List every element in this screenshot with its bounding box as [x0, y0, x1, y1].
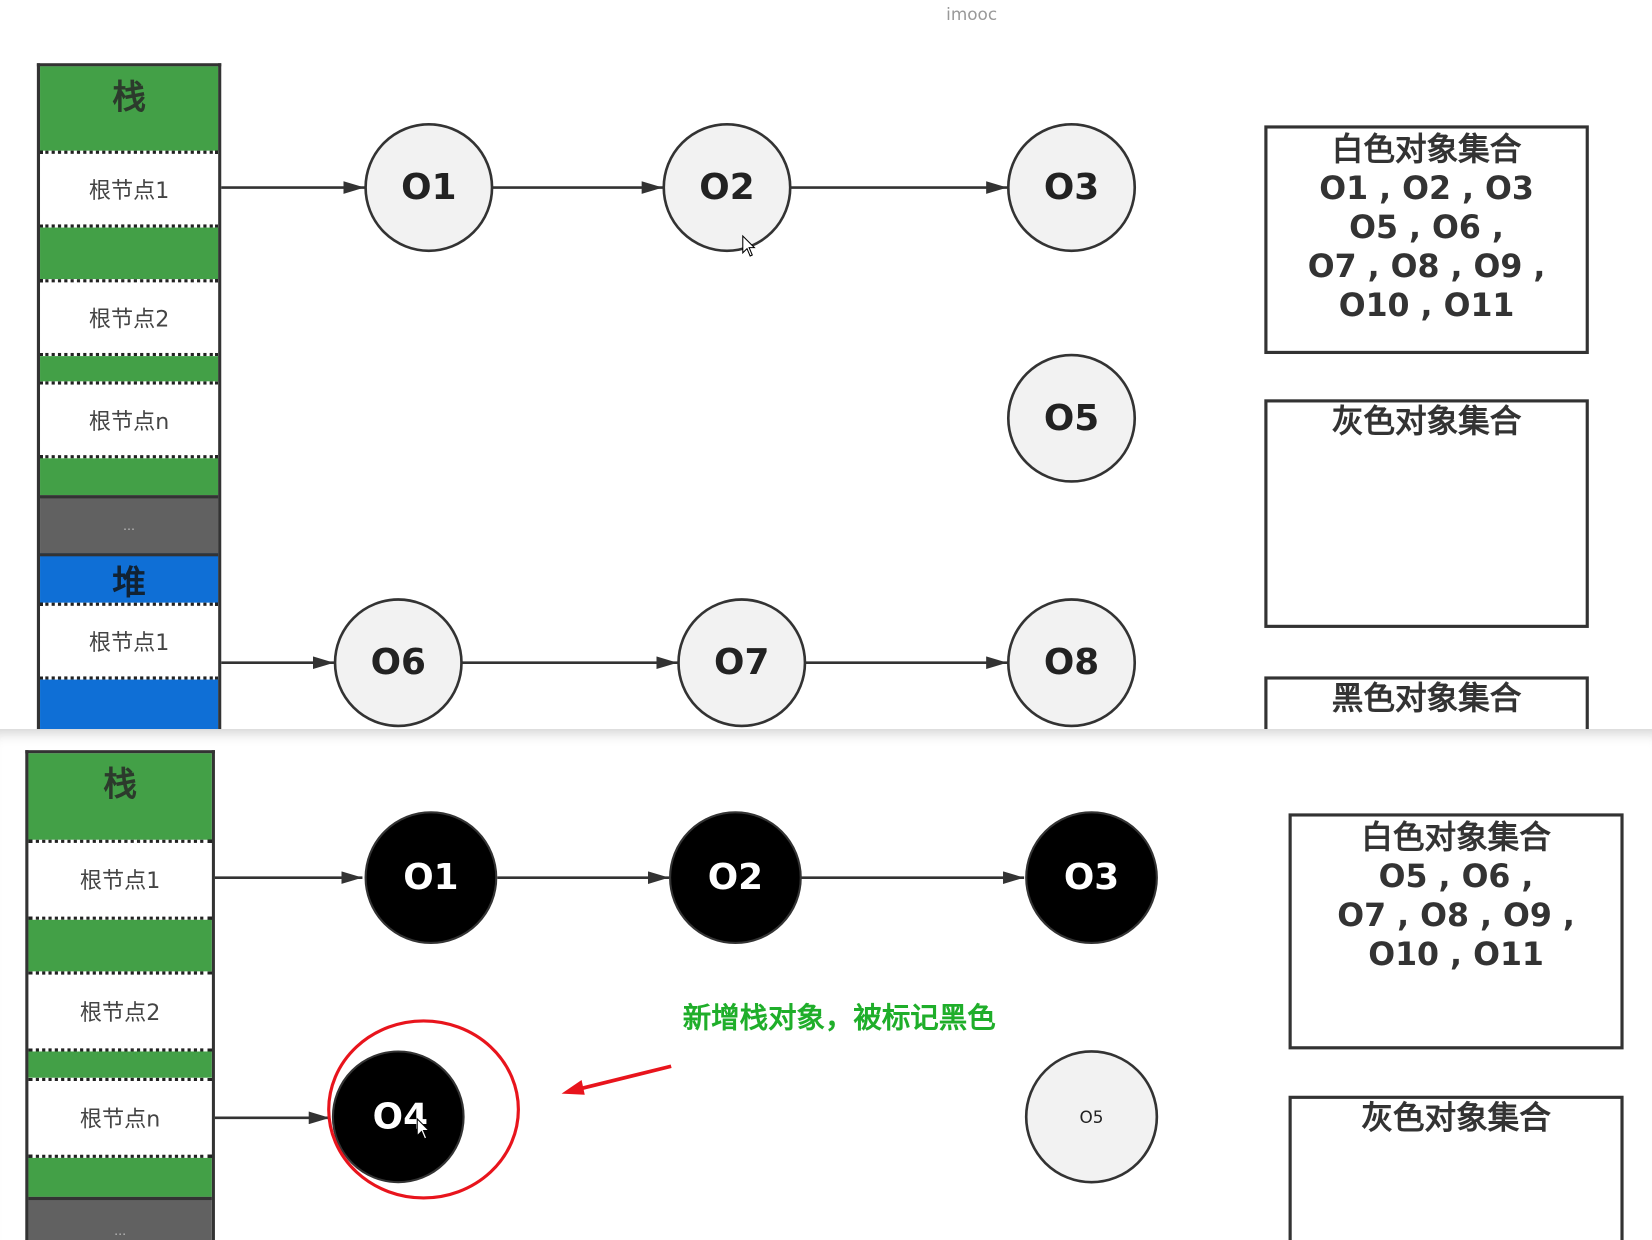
stack-gap [28, 919, 212, 972]
stack-header: 栈 [28, 753, 212, 843]
white-set-line: O7 , O8 , O9 , [1307, 248, 1546, 286]
node-o7-label: O7 [714, 642, 769, 683]
watermark: imooc [946, 4, 998, 25]
node-o2-label: O2 [699, 167, 754, 208]
red-arrow [576, 1064, 672, 1092]
heap-root-1: 根节点1 [40, 602, 219, 680]
node-o8 [1006, 598, 1137, 728]
gray-set-box: 灰色对象集合 [1288, 1095, 1624, 1240]
white-set-title: 白色对象集合 [1361, 819, 1551, 857]
node-o5 [1006, 353, 1137, 483]
bottom-graph: O1 O2 O3 O4 O5 [214, 811, 1159, 1200]
highlight-circle [327, 1019, 520, 1200]
stack-gap [40, 227, 219, 280]
node-o5-label: O5 [1044, 398, 1099, 439]
node-o3 [1006, 123, 1137, 253]
stack-gap [40, 356, 219, 382]
node-o1 [364, 811, 498, 945]
node-o2 [662, 123, 792, 253]
node-o4 [331, 1050, 465, 1184]
stack-root-n: 根节点n [40, 381, 219, 459]
node-o6 [333, 598, 463, 728]
stack-root-2: 根节点2 [40, 279, 219, 357]
mouse-cursor-icon [416, 1117, 431, 1140]
node-o3-label: O3 [1064, 857, 1119, 898]
stack-more: ... [28, 1196, 212, 1240]
memory-column: 栈 根节点1 根节点2 根节点n ... 堆 根节点1 [36, 63, 222, 730]
stack-gap [28, 1157, 212, 1197]
white-set-line: O7 , O8 , O9 , [1337, 897, 1575, 935]
node-o2 [669, 811, 802, 945]
stack-more: ... [40, 495, 219, 554]
stack-root-n: 根节点n [28, 1077, 212, 1158]
red-arrowhead-icon [561, 1079, 585, 1095]
black-set-title: 黑色对象集合 [1331, 680, 1522, 718]
top-diagram: imooc 栈 根节点1 根节点2 根节点n ... 堆 根节点1 [36, 4, 1589, 730]
white-set-box: 白色对象集合 O1 , O2 , O3 O5 , O6 , O7 , O8 , … [1264, 125, 1589, 355]
white-set-line: O10 , O11 [1368, 936, 1544, 974]
stack-root-1: 根节点1 [40, 150, 219, 228]
node-o7 [677, 598, 807, 728]
gray-set-title: 灰色对象集合 [1361, 1099, 1551, 1137]
stack-root-2: 根节点2 [28, 971, 212, 1052]
node-o1-label: O1 [403, 857, 458, 898]
stack-gap [28, 1051, 212, 1078]
top-graph: O1 O2 O3 O5 O6 O7 O8 [221, 123, 1137, 728]
node-o5 [1024, 1050, 1159, 1184]
white-set-title: 白色对象集合 [1331, 131, 1522, 169]
black-set-box: 黑色对象集合 [1264, 676, 1589, 730]
memory-column: 栈 根节点1 根节点2 根节点n ... [25, 750, 215, 1240]
mouse-cursor-icon [742, 234, 756, 257]
white-set-line: O10 , O11 [1338, 287, 1515, 325]
white-set-line: O5 , O6 , [1378, 858, 1534, 896]
node-o3 [1025, 811, 1158, 945]
annotation-text: 新增栈对象，被标记黑色 [682, 1001, 996, 1035]
node-o3-label: O3 [1044, 167, 1099, 208]
heap-gap [40, 679, 219, 730]
node-o5-label: O5 [1080, 1107, 1104, 1127]
node-o6-label: O6 [371, 642, 426, 683]
node-o2-label: O2 [708, 857, 763, 898]
white-set-line: O5 , O6 , [1349, 209, 1504, 247]
stack-root-1: 根节点1 [28, 839, 212, 920]
node-o1-label: O1 [401, 167, 456, 208]
stack-gap [40, 458, 219, 496]
node-o8-label: O8 [1044, 642, 1099, 683]
bottom-diagram: 栈 根节点1 根节点2 根节点n ... O [0, 729, 1652, 1240]
gray-set-title: 灰色对象集合 [1331, 403, 1522, 441]
white-set-box: 白色对象集合 O5 , O6 , O7 , O8 , O9 , O10 , O1… [1288, 813, 1624, 1050]
gray-set-box: 灰色对象集合 [1264, 399, 1589, 628]
heap-header: 堆 [40, 553, 219, 606]
node-o1 [364, 123, 494, 253]
stack-header: 栈 [40, 66, 219, 154]
white-set-line: O1 , O2 , O3 [1319, 170, 1534, 208]
